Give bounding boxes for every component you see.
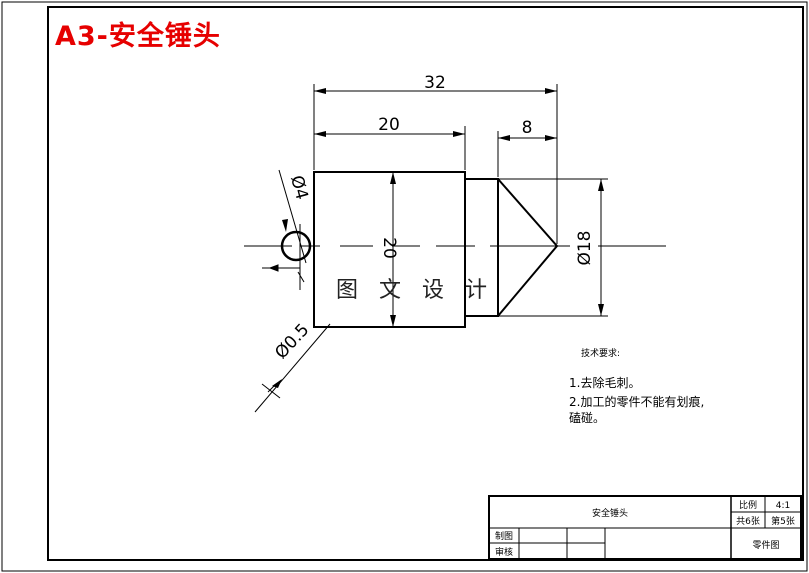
- drawing-title: A3-安全锤头: [55, 21, 221, 52]
- dim-tip-length: 8: [522, 118, 533, 138]
- drawing-frame: [47, 6, 804, 561]
- note-item-2: 2.加工的零件不能有划痕,: [569, 395, 705, 409]
- scale-value: 4:1: [776, 501, 790, 511]
- dim-body-length: 20: [378, 115, 400, 135]
- drawing-type: 零件图: [752, 539, 779, 551]
- note-item-2-cont: 磕碰。: [569, 411, 606, 425]
- neck-outline: [465, 178, 499, 317]
- watermark: 图 文 设 计: [336, 278, 494, 303]
- scale-label: 比例: [739, 499, 757, 511]
- sheet-number: 第5张: [771, 515, 795, 527]
- part-name: 安全锤头: [592, 507, 628, 519]
- dim-body-height: 20: [379, 237, 399, 259]
- title-block: [488, 495, 802, 560]
- notes-heading: 技术要求:: [581, 349, 621, 359]
- dim-overall-length: 32: [424, 73, 446, 93]
- drawn-by-label: 制图: [495, 530, 513, 542]
- dimension-lines: [254, 84, 608, 413]
- checked-by-label: 审核: [495, 546, 513, 558]
- dim-tip-diameter: Ø18: [575, 230, 595, 265]
- hole-centerline: [262, 224, 301, 290]
- dim-hole-diameter: Ø4: [286, 173, 312, 202]
- dimension-texts: 32 20 8 20 Ø18 Ø4 Ø0.5: [271, 73, 595, 363]
- note-item-1: 1.去除毛刺。: [569, 376, 641, 390]
- sheet-total: 共6张: [736, 516, 760, 527]
- body-rect: [313, 171, 466, 328]
- title-block-texts: 安全锤头 比例 4:1 共6张 第5张 制图 审核 零件图: [495, 499, 795, 558]
- dim-chamfer: Ø0.5: [271, 320, 313, 363]
- tip-outline: [497, 178, 559, 317]
